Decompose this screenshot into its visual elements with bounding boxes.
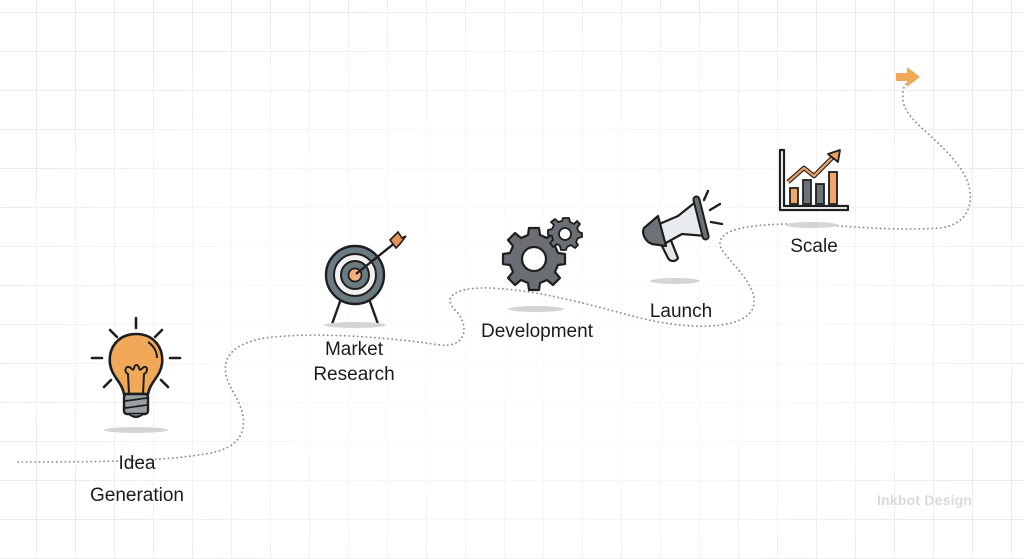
stage-label-line1: Idea: [118, 453, 156, 474]
icon-shadow: [104, 427, 168, 433]
lightbulb-icon: [90, 316, 182, 418]
icon-shadow: [786, 222, 838, 228]
stage-label-line1: Launch: [649, 301, 713, 322]
stage-label: Launch: [650, 300, 712, 324]
gears-icon: [501, 217, 583, 292]
stage-label-line1: Market: [324, 339, 384, 360]
stage-label-line1: Scale: [790, 236, 838, 257]
stage-label-line1: Development: [481, 321, 593, 342]
watermark: Inkbot Design: [877, 492, 973, 508]
bar-chart-growth-icon: [778, 148, 850, 212]
icon-shadow: [324, 322, 386, 328]
stage-label-line2: Research: [313, 364, 395, 385]
stage-label: Development: [481, 320, 593, 344]
stage-label-line2: Generation: [89, 485, 185, 506]
stage-label: Idea Generation: [90, 452, 184, 508]
icon-shadow: [650, 278, 700, 284]
icon-shadow: [508, 306, 564, 312]
arrow-right-icon: [896, 67, 920, 87]
megaphone-icon: [642, 189, 724, 263]
target-arrow-icon: [324, 230, 407, 325]
stage-label: Scale: [790, 235, 838, 259]
stage-label: Market Research: [313, 338, 394, 387]
